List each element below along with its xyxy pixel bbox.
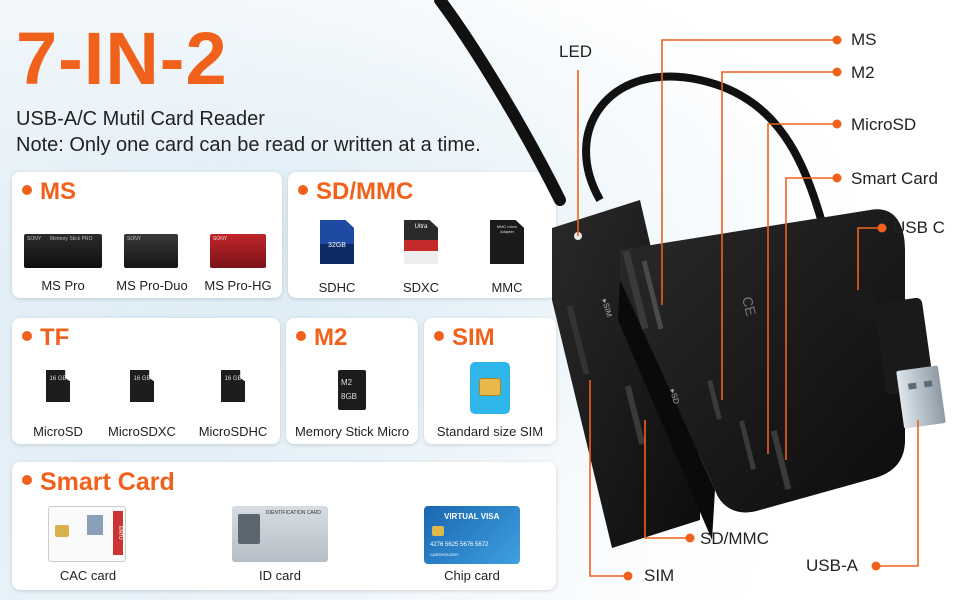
sdxc-item: Ultra SDXC	[386, 220, 456, 296]
callout-dots	[623, 35, 887, 581]
microsd-item: 16 GB MicroSD	[18, 370, 98, 440]
memory-stick-pro-hg-icon: SONY	[210, 234, 266, 268]
sd-mmc-panel: SD/MMC 32GB SDHC Ultra SDXC MMC micro Ad…	[288, 172, 556, 298]
callout-lines	[577, 39, 919, 577]
callout-smart-card: Smart Card	[851, 169, 938, 188]
id-card-item: IDENTIFICATION CARD ID card	[220, 506, 340, 588]
smart-card-panel: Smart Card ENTU CAC card IDENTIFICATION …	[12, 462, 556, 590]
callout-usb-a: USB-A	[806, 556, 858, 575]
cac-card-icon: ENTU	[48, 506, 126, 562]
callout-sd-mmc: SD/MMC	[700, 529, 769, 548]
smart-card-title: Smart Card	[22, 468, 175, 497]
bullet-icon	[22, 184, 32, 195]
reader-body-back	[552, 200, 700, 548]
chip-card-icon: VIRTUAL VISA 4276 5625 5676 5672 CARDHOL…	[424, 506, 520, 564]
callout-led: LED	[559, 42, 593, 61]
sd-slot-label: ▸SD	[668, 388, 681, 405]
id-photo-icon	[238, 514, 260, 544]
reader-body-front	[620, 209, 905, 513]
usb-c-plug	[850, 284, 878, 322]
ce-mark: CE	[739, 295, 759, 318]
usb-a-connector	[896, 365, 946, 429]
mmc-card-icon: MMC micro Adapter	[490, 220, 524, 264]
m2-slot	[707, 379, 722, 420]
reader-side	[618, 280, 715, 540]
bullet-icon	[22, 475, 32, 486]
microsdhc-item: 16 GB MicroSDHC	[192, 370, 274, 440]
tf-panel: TF 16 GB MicroSD 16 GB MicroSDXC 16 GB M…	[12, 318, 280, 444]
visa-chip-icon	[432, 526, 444, 536]
microsdxc-item: 16 GB MicroSDXC	[102, 370, 182, 440]
ms-slot	[641, 260, 664, 330]
sd-slot	[622, 250, 649, 330]
cac-card-item: ENTU CAC card	[30, 506, 146, 588]
callout-microsd: MicroSD	[851, 115, 917, 134]
sim-title: SIM	[434, 324, 495, 352]
chip-card-item: VIRTUAL VISA 4276 5625 5676 5672 CARDHOL…	[412, 506, 532, 588]
m2-item: M2 8GB Memory Stick Micro	[286, 370, 418, 440]
ms-pro-hg-item: SONY MS Pro-HG	[204, 234, 272, 293]
tf-slot	[624, 385, 646, 445]
ms-panel: MS SONY Memory Stick PRO MS Pro SONY MS …	[12, 172, 282, 298]
tf-title: TF	[22, 324, 69, 352]
cable	[434, 0, 566, 206]
smart-card-slot	[770, 430, 792, 490]
ms-pro-item: SONY Memory Stick PRO MS Pro	[20, 234, 106, 294]
id-card-icon: IDENTIFICATION CARD	[232, 506, 328, 562]
callout-ms: MS	[851, 30, 877, 49]
usage-note: Note: Only one card can be read or writt…	[16, 134, 481, 156]
callout-m2: M2	[851, 63, 875, 82]
sim-chip-icon	[479, 378, 501, 396]
sim-item: Standard size SIM	[424, 362, 556, 440]
m2-card-icon: M2 8GB	[338, 370, 366, 410]
m2-panel: M2 M2 8GB Memory Stick Micro	[286, 318, 418, 444]
m2-title: M2	[296, 324, 347, 352]
bullet-icon	[22, 330, 32, 341]
sdxc-card-icon: Ultra	[404, 220, 438, 264]
bullet-icon	[434, 330, 444, 341]
sd-mmc-title: SD/MMC	[298, 178, 413, 206]
sim-card-icon	[470, 362, 510, 414]
ms-pro-duo-item: SONY MS Pro-Duo	[116, 234, 188, 293]
memory-stick-pro-icon: SONY Memory Stick PRO	[24, 234, 102, 268]
cac-chip-icon	[55, 525, 69, 537]
callout-sim: SIM	[644, 566, 675, 585]
bullet-icon	[298, 184, 308, 195]
sim-slot	[566, 305, 590, 375]
bullet-icon	[296, 330, 306, 341]
sdhc-item: 32GB SDHC	[302, 220, 372, 296]
memory-stick-pro-duo-icon: SONY	[124, 234, 178, 268]
ms-title: MS	[22, 178, 76, 206]
callout-usb-c: USB C	[893, 218, 945, 237]
mmc-item: MMC micro Adapter MMC	[472, 220, 542, 296]
product-subtitle: USB-A/C Mutil Card Reader	[16, 108, 265, 130]
microsd-slot	[739, 420, 756, 470]
cac-photo-icon	[87, 515, 103, 535]
headline: 7-IN-2	[16, 17, 228, 100]
sim-panel: SIM Standard size SIM	[424, 318, 556, 444]
cable-loop	[582, 72, 834, 252]
sdhc-card-icon: 32GB	[320, 220, 354, 264]
